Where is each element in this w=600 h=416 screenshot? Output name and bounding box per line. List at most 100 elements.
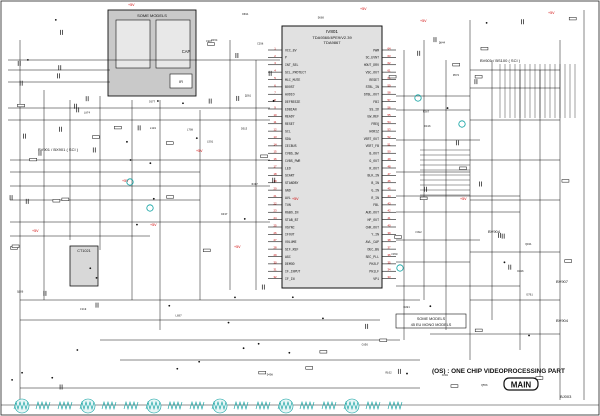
- main-ic: IV801 TDA9360/4PE9/V2.39 TDA9867 VCC_8V1…: [268, 25, 396, 289]
- svg-text:10: 10: [273, 113, 277, 117]
- svg-text:48: 48: [387, 164, 391, 168]
- svg-text:57: 57: [387, 98, 391, 102]
- svg-text:D660: D660: [318, 16, 325, 19]
- svg-text:+5V: +5V: [360, 7, 367, 11]
- connector-right-3: BV904: [556, 318, 569, 323]
- svg-text:27: 27: [273, 238, 277, 242]
- svg-text:D891: D891: [404, 306, 411, 309]
- ic-pin-right: EW_REF: [368, 115, 380, 119]
- svg-text:38: 38: [387, 238, 391, 242]
- svg-text:+5V: +5V: [292, 197, 299, 201]
- tuner-ref: CT1021: [77, 249, 91, 253]
- ic-pin-left: GND: [285, 188, 291, 192]
- svg-text:43: 43: [387, 201, 391, 205]
- svg-text:49: 49: [387, 157, 391, 161]
- ic-pin-left: BOOST: [285, 85, 295, 89]
- svg-text:9: 9: [274, 105, 276, 109]
- svg-text:35: 35: [387, 260, 391, 264]
- main-badge: MAIN: [503, 377, 539, 391]
- svg-text:51: 51: [387, 142, 391, 146]
- svg-text:+5V: +5V: [460, 197, 467, 201]
- ic-pin-right: PH1LF: [369, 270, 379, 274]
- svg-text:41: 41: [387, 216, 391, 220]
- ic-pin-left: VSYNC: [285, 225, 295, 229]
- svg-text:46: 46: [387, 179, 391, 183]
- ic-pin-right: SEC_PLL: [366, 255, 379, 259]
- ic-pin-left: SCL_PROTECT: [285, 70, 306, 74]
- ic-pin-left: EDBIAN: [285, 107, 297, 111]
- ir-label: IR: [179, 79, 183, 84]
- ic-pin-right: RESET: [369, 78, 379, 82]
- svg-text:D513: D513: [241, 127, 248, 130]
- waveform-strip: [13, 398, 403, 414]
- ic-pin-left: DEMOD: [285, 262, 295, 266]
- ic-pin-right: PWM: [373, 48, 379, 52]
- svg-text:14: 14: [273, 142, 277, 146]
- ic-pin-left: AUDIO: [285, 93, 295, 97]
- ic-pin-right: FBL: [373, 203, 379, 207]
- svg-text:Q321: Q321: [525, 243, 532, 246]
- svg-text:R102: R102: [386, 371, 393, 374]
- ic-right-pins: PWM64SC_EVNT63HOUT_DRV62VSC_OUT61RESET60…: [364, 46, 396, 281]
- ic-pin-left: TUN: [285, 203, 291, 207]
- svg-text:28: 28: [273, 246, 277, 250]
- svg-text:L591: L591: [207, 140, 214, 143]
- svg-text:D791: D791: [527, 293, 534, 296]
- note-box: SOME MODELS 45 EU MONO MODELS: [395, 313, 467, 329]
- ic-pin-right: SS_ID: [369, 107, 379, 111]
- svg-text:6: 6: [274, 83, 276, 87]
- svg-text:L708: L708: [187, 128, 194, 131]
- svg-text:26: 26: [273, 231, 277, 235]
- svg-text:39: 39: [387, 231, 391, 235]
- svg-text:16: 16: [273, 157, 277, 161]
- svg-text:C298: C298: [257, 42, 264, 45]
- ic-pin-left: M1C_MUTE: [285, 78, 300, 82]
- svg-text:+5V: +5V: [548, 11, 555, 15]
- svg-text:54: 54: [387, 120, 391, 124]
- ic-pin-left: LED: [285, 166, 291, 170]
- svg-text:5: 5: [274, 76, 276, 80]
- svg-text:Q261: Q261: [245, 95, 252, 98]
- ic-pin-right: HOUT_DRV: [364, 63, 379, 67]
- svg-text:25: 25: [273, 223, 277, 227]
- svg-text:19: 19: [273, 179, 277, 183]
- ic-pin-left: AVL: [285, 196, 291, 200]
- ic-pin-left: VCC_8V: [285, 48, 297, 52]
- ic-pin-left: AGC: [285, 255, 291, 259]
- svg-text:64: 64: [387, 46, 391, 50]
- svg-text:D572: D572: [453, 74, 460, 77]
- svg-text:11: 11: [274, 120, 277, 124]
- ic-pin-right: AVL_CAP: [366, 240, 379, 244]
- ic-pin-left: P: [285, 56, 287, 60]
- ic-ref: IV801: [326, 29, 338, 34]
- connector-right-2: BV907: [556, 279, 569, 284]
- svg-text:C450: C450: [391, 253, 398, 256]
- svg-text:63: 63: [387, 54, 391, 58]
- svg-text:R154: R154: [211, 39, 218, 42]
- svg-text:8: 8: [274, 98, 276, 102]
- svg-text:55: 55: [387, 113, 391, 117]
- svg-text:D691: D691: [242, 13, 249, 16]
- svg-text:29: 29: [273, 253, 277, 257]
- ic-pin-right: B_IN: [371, 181, 379, 185]
- svg-text:59: 59: [387, 83, 391, 87]
- svg-text:D406: D406: [517, 270, 524, 273]
- ic-pin-left: DEFREEZE: [285, 100, 300, 104]
- svg-text:37: 37: [387, 246, 391, 250]
- svg-text:56: 56: [387, 105, 391, 109]
- svg-text:R387: R387: [423, 110, 430, 113]
- svg-text:23: 23: [273, 209, 277, 213]
- svg-text:D498: D498: [267, 374, 274, 377]
- svg-text:36: 36: [387, 253, 391, 257]
- ic-pin-right: CHR_OUT: [366, 225, 379, 229]
- some-models-module: SOME MODELS CAP IR: [107, 9, 197, 97]
- ic-pin-right: VP1: [373, 277, 379, 281]
- svg-text:18: 18: [273, 172, 277, 176]
- ic-pin-left: IFOUT: [285, 233, 295, 237]
- ir-receiver: [169, 73, 193, 89]
- svg-text:Q844: Q844: [439, 41, 446, 44]
- svg-text:C382: C382: [415, 231, 422, 234]
- svg-text:40: 40: [387, 223, 391, 227]
